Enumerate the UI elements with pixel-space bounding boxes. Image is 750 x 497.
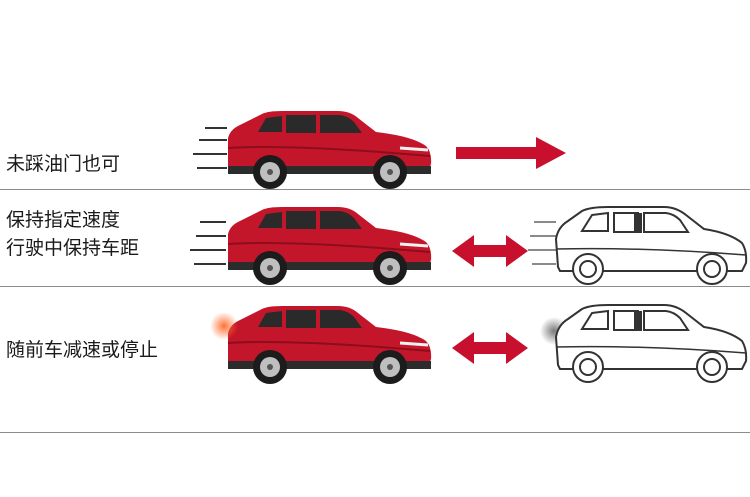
red-suv-icon xyxy=(227,306,432,384)
speed-lines-icon xyxy=(528,221,556,265)
row-divider-3 xyxy=(0,432,750,433)
brake-light-glow-icon xyxy=(210,312,238,340)
right-arrow-icon xyxy=(456,137,566,169)
row1-label: 未踩油门也可 保持指定速度 xyxy=(6,122,120,262)
red-suv-icon xyxy=(227,111,432,189)
row1-label-line1: 未踩油门也可 xyxy=(6,153,121,175)
white-hatchback-icon xyxy=(554,304,748,383)
speed-lines-icon xyxy=(193,127,227,169)
row-divider-1 xyxy=(0,189,750,190)
double-arrow-icon xyxy=(452,235,528,267)
speed-lines-icon xyxy=(190,221,226,265)
row-divider-2 xyxy=(0,286,750,287)
row3-label: 随前车减速或停止 xyxy=(6,339,159,361)
double-arrow-icon xyxy=(452,332,528,364)
red-suv-icon xyxy=(227,207,432,285)
row1-label-line2: 保持指定速度 xyxy=(6,209,121,231)
white-hatchback-icon xyxy=(554,206,748,285)
row2-label: 行驶中保持车距 xyxy=(6,237,140,259)
